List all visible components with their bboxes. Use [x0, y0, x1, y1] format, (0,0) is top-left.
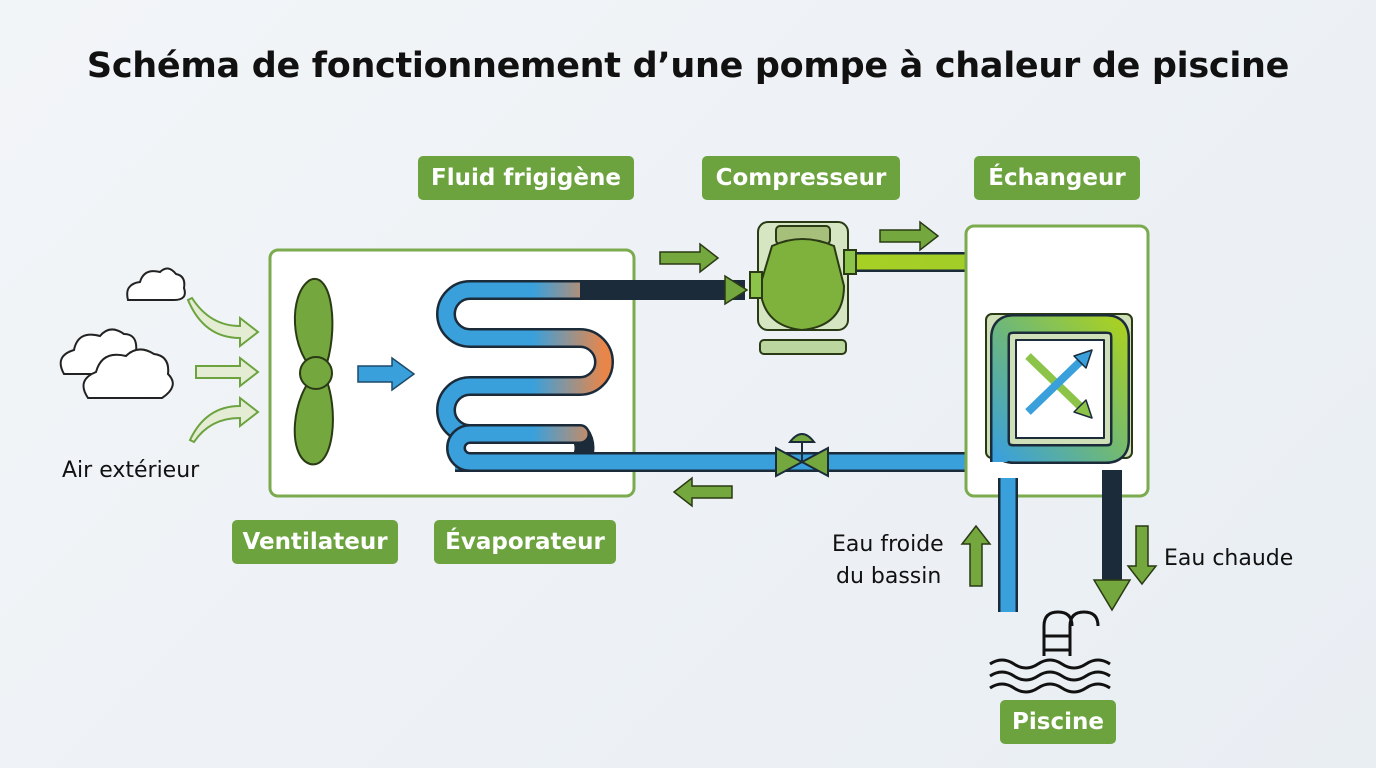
expansion-valve-icon	[775, 433, 829, 478]
label-cold-water-2: du bassin	[836, 564, 942, 589]
compressor-icon	[749, 221, 857, 355]
cloud-icon	[126, 267, 186, 301]
cloud-icon	[59, 328, 174, 399]
label-pool: Piscine	[1000, 700, 1116, 744]
fan-icon	[293, 277, 334, 466]
label-hot-water: Eau chaude	[1164, 546, 1294, 571]
label-ventilator: Ventilateur	[232, 520, 398, 564]
heat-exchanger-icon	[990, 314, 1130, 464]
label-compressor: Compresseur	[702, 156, 900, 200]
water-waves-icon	[989, 658, 1111, 694]
label-outside-air: Air extérieur	[62, 458, 200, 483]
pool-ladder-icon	[1042, 610, 1100, 656]
diagram-title: Schéma de fonctionnement d’une pompe à c…	[86, 46, 1290, 86]
label-exchanger: Échangeur	[974, 156, 1140, 200]
airflow-arrow	[357, 356, 416, 392]
water-pipes	[998, 470, 1132, 612]
water-direction-arrows	[960, 524, 1158, 587]
label-fluid: Fluid frigigène	[418, 156, 634, 200]
label-evaporator: Évaporateur	[434, 520, 616, 564]
flow-arrows	[659, 220, 940, 508]
suction-pipe	[580, 274, 749, 306]
air-arrows	[186, 296, 260, 444]
label-cold-water-1: Eau froide	[832, 532, 944, 557]
